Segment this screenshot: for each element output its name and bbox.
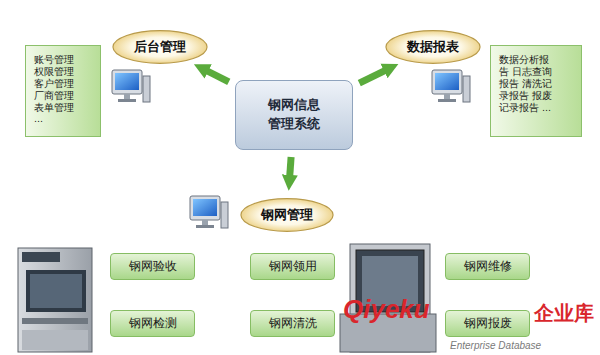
process-box: 钢网领用 — [250, 253, 335, 280]
computer-icon — [112, 70, 150, 102]
block-arrow — [290, 157, 292, 178]
node-text: 钢网领用 — [269, 258, 317, 275]
block-arrow — [205, 70, 229, 82]
node-text: 钢网检测 — [129, 315, 177, 332]
ellipse-node: 数据报表 — [385, 30, 481, 64]
ellipse-node: 后台管理 — [112, 30, 208, 64]
node-text: 数据报表 — [407, 38, 459, 56]
list-box: 账号管理 权限管理 客户管理 厂商管理 表单管理 ... — [25, 45, 101, 137]
system-box: 钢网信息 管理系统 — [235, 80, 353, 150]
process-box: 钢网检测 — [110, 310, 195, 337]
node-text: 钢网验收 — [129, 258, 177, 275]
node-text: 数据分析报告 日志查询报告 清洗记录报告 报废记录报告 ... — [499, 54, 559, 113]
node-text: 钢网管理 — [261, 206, 313, 224]
block-arrow — [359, 70, 387, 84]
process-box: 钢网报废 — [445, 310, 530, 337]
watermark: Enterprise Database — [450, 340, 541, 351]
node-text: 钢网维修 — [464, 258, 512, 275]
node-text: 后台管理 — [134, 38, 186, 56]
node-text: 钢网报废 — [464, 315, 512, 332]
watermark: Qiyeku — [343, 294, 430, 325]
list-box: 数据分析报告 日志查询报告 清洗记录报告 报废记录报告 ... — [490, 45, 582, 137]
node-text: 账号管理 权限管理 客户管理 厂商管理 表单管理 ... — [34, 54, 75, 125]
node-text: 钢网信息 管理系统 — [265, 96, 322, 134]
ellipse-node: 钢网管理 — [240, 198, 334, 232]
process-box: 钢网清洗 — [250, 310, 335, 337]
computer-icon — [432, 70, 470, 102]
process-box: 钢网维修 — [445, 253, 530, 280]
watermark: 企业库 — [534, 300, 594, 327]
process-box: 钢网验收 — [110, 253, 195, 280]
computer-icon — [190, 196, 228, 228]
machine-left — [18, 248, 92, 352]
machine-middle — [340, 244, 436, 352]
node-text: 钢网清洗 — [269, 315, 317, 332]
